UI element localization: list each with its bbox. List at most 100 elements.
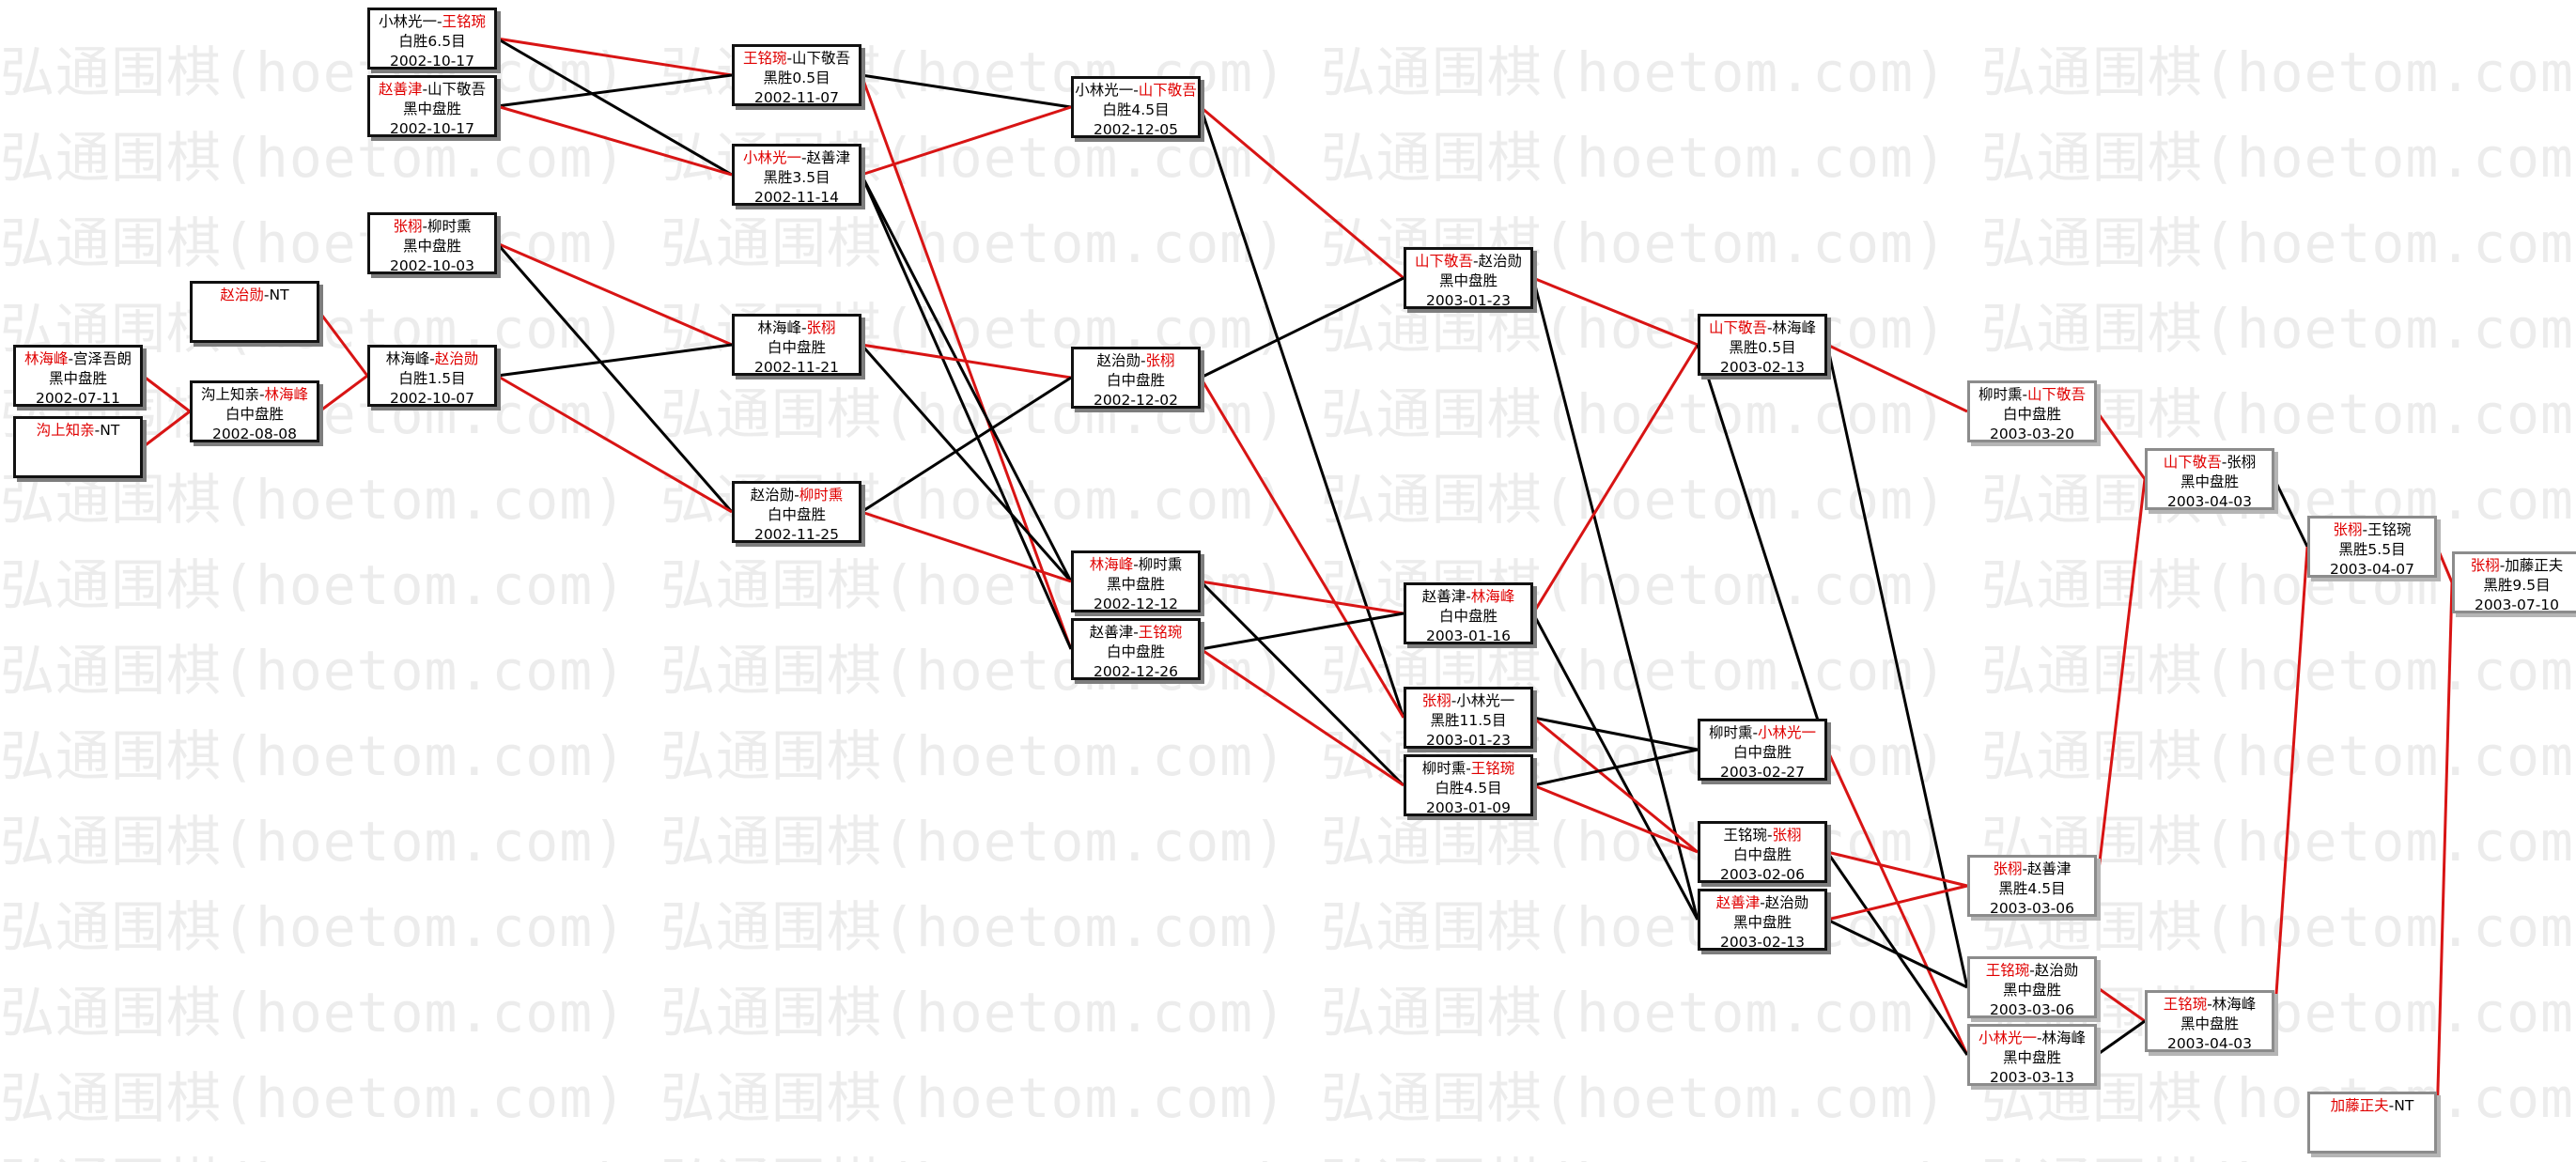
connector-n15-n20 <box>1199 580 1405 787</box>
connector-n2-n4 <box>142 410 191 449</box>
player-separator: - <box>436 13 442 30</box>
player-two: 林海峰 <box>2041 1030 2087 1046</box>
match-date: 2003-03-06 <box>1989 1001 2075 1018</box>
player-two: 张栩 <box>1145 352 1175 369</box>
player-separator: - <box>1472 253 1479 270</box>
match-players: 张栩-加藤正夫 <box>2455 556 2576 576</box>
match-node-n3: 赵治勋-NT <box>190 281 319 343</box>
player-two: NT <box>2394 1097 2414 1114</box>
player-separator: - <box>1752 724 1759 741</box>
match-players: 小林光一-林海峰 <box>1970 1029 2094 1048</box>
match-date: 2002-11-25 <box>753 526 840 543</box>
player-two: 张栩 <box>2227 454 2257 471</box>
player-one: 山下敬吾 <box>1414 253 1473 270</box>
player-one: 张栩 <box>1993 860 2023 877</box>
match-result: 白中盘胜 <box>767 506 826 523</box>
player-separator: - <box>786 50 793 67</box>
player-separator: - <box>2029 962 2035 979</box>
match-node-n5: 小林光一-王铭琬白胜6.5目 2002-10-17 <box>367 8 497 70</box>
player-two: NT <box>269 287 289 303</box>
connector-n12-n15 <box>861 510 1072 583</box>
connector-n6-n9 <box>496 73 733 108</box>
player-one: 赵治勋 <box>1096 352 1141 369</box>
match-date: 2003-07-10 <box>2474 596 2560 613</box>
player-separator: - <box>2022 860 2028 877</box>
player-one: 沟上知亲 <box>200 386 259 403</box>
player-two: 山下敬吾 <box>427 81 487 98</box>
player-separator: - <box>2221 454 2227 471</box>
player-two: 王铭琬 <box>1470 760 1515 777</box>
connector-n25-n29 <box>2095 411 2147 480</box>
player-two: 山下敬吾 <box>1138 82 1197 99</box>
connector-n4-n8 <box>318 374 368 413</box>
match-players: 柳时熏-山下敬吾 <box>1970 385 2094 405</box>
match-result: 黑中盘胜 <box>1106 576 1165 593</box>
match-result: 白胜6.5目 <box>398 33 466 50</box>
match-players: 沟上知亲-NT <box>16 421 140 441</box>
match-result: 黑胜0.5目 <box>1729 339 1796 356</box>
player-separator: - <box>1766 319 1773 336</box>
match-date: 2002-11-21 <box>753 359 840 376</box>
connector-n12-n14 <box>861 376 1072 514</box>
match-result: 黑中盘胜 <box>1732 914 1792 931</box>
player-separator: - <box>1140 352 1146 369</box>
match-result: 白中盘胜 <box>1106 372 1165 389</box>
player-one: 加藤正夫 <box>2330 1097 2389 1114</box>
player-two: 柳时熏 <box>799 487 844 504</box>
player-separator: - <box>2207 996 2212 1013</box>
match-players: 王铭琬-林海峰 <box>2148 995 2272 1015</box>
match-players: 林海峰-宫泽吾朗 <box>16 349 140 369</box>
match-date: 2002-12-12 <box>1093 596 1179 612</box>
connector-n20-n23 <box>1532 783 1699 854</box>
connector-n14-n17 <box>1200 276 1404 380</box>
player-one: 赵治勋 <box>220 287 264 303</box>
connector-n19-n23 <box>1532 716 1699 854</box>
connector-n32-n33 <box>2435 581 2454 1123</box>
match-date: 2002-10-17 <box>389 53 475 70</box>
player-one: 沟上知亲 <box>36 422 95 439</box>
match-players: 小林光一-王铭琬 <box>370 12 494 32</box>
match-players: 张栩-赵善津 <box>1970 860 2094 879</box>
player-one: 小林光一 <box>1075 82 1134 99</box>
player-one: 张栩 <box>2333 521 2363 538</box>
match-date: 2003-01-23 <box>1425 732 1512 749</box>
player-two: 赵治勋 <box>2034 962 2079 979</box>
match-date: 2003-04-03 <box>2166 1035 2253 1052</box>
player-one: 赵善津 <box>1421 588 1466 605</box>
player-separator: - <box>429 350 435 367</box>
match-date: 2003-01-16 <box>1425 627 1512 644</box>
player-two: 赵治勋 <box>434 350 479 367</box>
match-result: 白中盘胜 <box>1732 846 1792 863</box>
match-players: 赵善津-赵治勋 <box>1700 893 1824 913</box>
match-date: 2003-02-13 <box>1719 359 1806 376</box>
match-result: 白胜4.5目 <box>1435 780 1502 797</box>
match-players: 赵善津-王铭琬 <box>1074 623 1198 643</box>
connector-n1-n4 <box>142 374 191 413</box>
connector-n5-n10 <box>496 37 733 177</box>
match-players: 王铭琬-赵治勋 <box>1970 961 2094 981</box>
connector-n23-n26 <box>1826 850 1968 888</box>
match-date: 2002-07-11 <box>35 390 121 407</box>
match-date: 2003-04-03 <box>2166 493 2253 510</box>
player-one: 赵善津 <box>1089 624 1134 641</box>
player-one: 张栩 <box>2470 557 2500 574</box>
connector-n30-n31 <box>2273 546 2309 1022</box>
player-separator: - <box>800 319 807 336</box>
player-one: 赵善津 <box>1715 894 1761 911</box>
match-players: 柳时熏-王铭琬 <box>1406 759 1530 779</box>
player-two: 加藤正夫 <box>2505 557 2564 574</box>
match-date: 2003-03-13 <box>1989 1069 2075 1086</box>
player-one: 王铭琬 <box>2163 996 2208 1013</box>
connector-n18-n21 <box>1531 344 1699 614</box>
match-result: 黑胜3.5目 <box>763 169 830 186</box>
connector-n10-n13 <box>861 105 1072 177</box>
match-result: 白胜1.5目 <box>398 370 466 387</box>
match-result: 黑中盘胜 <box>1438 272 1497 289</box>
